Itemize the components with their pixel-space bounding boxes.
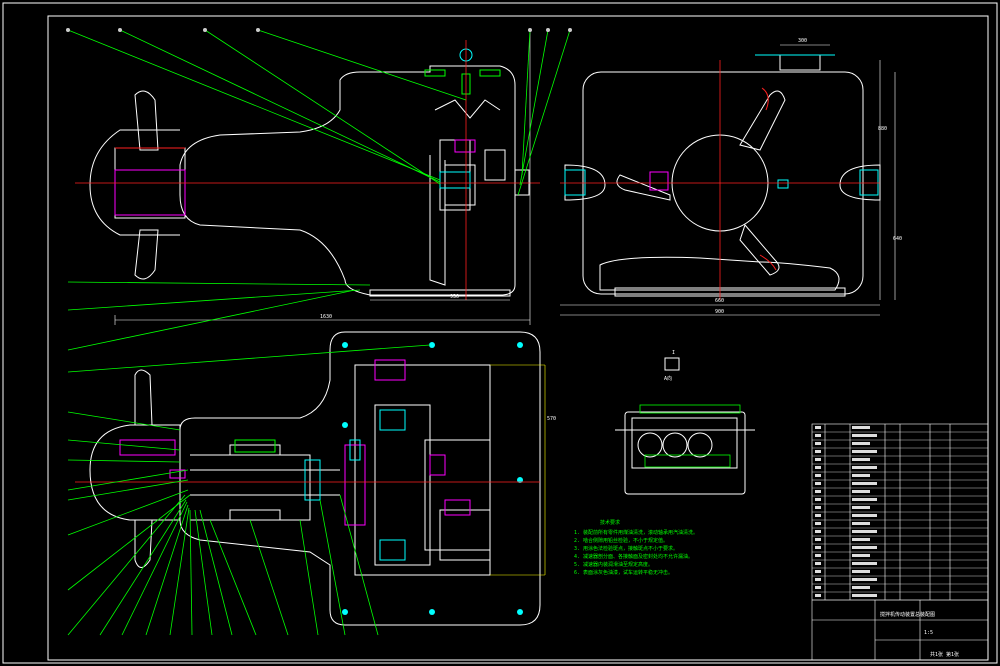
parts-list-text-mark (815, 530, 821, 533)
parts-list-text-mark (852, 522, 870, 525)
parts-list-text-mark (852, 570, 870, 573)
parts-list-text-mark (852, 458, 870, 461)
parts-list-text-mark (815, 458, 821, 461)
parts-list-text-mark (852, 562, 877, 565)
note-line: 3. 用涂色法检验斑点，接触斑点不小于要求。 (574, 545, 678, 552)
parts-list-text-mark (852, 466, 877, 469)
parts-list-text-mark (852, 538, 870, 541)
parts-list-text-mark (815, 482, 821, 485)
parts-list-text-mark (852, 546, 877, 549)
parts-list-text-mark (815, 554, 821, 557)
parts-list-text-marks (815, 426, 877, 597)
plan-view-highlights (119, 359, 471, 561)
parts-list-text-mark (815, 578, 821, 581)
parts-list-rows (812, 431, 988, 601)
dim-side-height: 880 (878, 126, 887, 132)
parts-list-text-mark (852, 450, 877, 453)
parts-list-text-mark (852, 482, 877, 485)
parts-list-text-mark (852, 586, 870, 589)
note-line: 6. 表面涂灰色油漆，试车运转平稳无冲击。 (574, 569, 673, 576)
parts-list-text-mark (815, 586, 821, 589)
front-view-balloons (66, 28, 572, 32)
detail-mark: I (672, 350, 675, 356)
parts-list-text-mark (852, 578, 877, 581)
parts-list-text-mark (815, 522, 821, 525)
parts-list-text-mark (815, 546, 821, 549)
dim-side-total: 900 (715, 309, 724, 315)
parts-list-text-mark (852, 498, 877, 501)
parts-list-text-mark (815, 514, 821, 517)
parts-list-text-mark (815, 506, 821, 509)
dim-side-height2: 640 (893, 236, 902, 242)
parts-list-text-mark (815, 594, 821, 597)
side-view-highlights (564, 54, 879, 271)
detail-view-highlights (639, 404, 741, 468)
dim-front-base: 930 (450, 294, 459, 300)
front-view-centerlines (75, 40, 540, 300)
dim-top-handle: 300 (798, 38, 807, 44)
dim-front-total: 1630 (320, 314, 332, 320)
note-line: 2. 啮合侧隙用铅丝检验，不小于规定值。 (574, 537, 668, 544)
parts-list-text-mark (815, 498, 821, 501)
parts-list-text-mark (815, 538, 821, 541)
parts-list-text-mark (815, 490, 821, 493)
parts-list-text-mark (815, 434, 821, 437)
parts-list-text-mark (852, 442, 870, 445)
parts-list-text-mark (815, 466, 821, 469)
parts-list-text-mark (852, 434, 877, 437)
note-line: 1. 装配前所有零件用煤油清洗，滚动轴承用汽油清洗。 (574, 529, 698, 536)
technical-notes: 技术要求 1. 装配前所有零件用煤油清洗，滚动轴承用汽油清洗。 2. 啮合侧隙用… (574, 519, 698, 576)
propeller-front (134, 90, 159, 280)
parts-list-text-mark (815, 442, 821, 445)
parts-list-text-mark (852, 530, 877, 533)
parts-list-text-mark (815, 570, 821, 573)
notes-title: 技术要求 (600, 519, 620, 526)
parts-list-text-mark (852, 426, 870, 429)
dim-side-base: 660 (715, 298, 724, 304)
side-view-centerlines (560, 60, 880, 300)
inner-frame (47, 15, 989, 661)
side-view-dimensions (560, 44, 896, 316)
parts-list-text-mark (852, 594, 877, 597)
title-block-name: 搅拌机传动装置总装配图 (880, 611, 935, 618)
plan-view-leaders (67, 344, 431, 636)
parts-list-text-mark (852, 474, 870, 477)
parts-list-text-mark (815, 450, 821, 453)
title-block-scale: 1:5 (924, 630, 933, 636)
parts-list-text-mark (852, 506, 870, 509)
parts-list-text-mark (852, 514, 877, 517)
dim-plan-height: 570 (547, 416, 556, 422)
parts-list-text-mark (852, 554, 870, 557)
plan-view-bolts (342, 342, 523, 615)
parts-list-text-mark (815, 426, 821, 429)
note-line: 5. 减速器内装润滑油至规定高度。 (574, 561, 653, 568)
parts-list-text-mark (852, 490, 870, 493)
plan-view (89, 331, 541, 626)
detail-label: A向 (664, 375, 672, 382)
title-block-sheet: 共1张 第1张 (930, 651, 959, 658)
parts-list-text-mark (815, 474, 821, 477)
front-view-leaders (67, 29, 571, 351)
parts-list-text-mark (815, 562, 821, 565)
note-line: 4. 减速器剖分面、各接触面及密封处均不允许漏油。 (574, 553, 693, 560)
detail-view (615, 357, 755, 495)
front-view-dimensions (114, 30, 531, 325)
plan-view-dimensions (490, 364, 546, 576)
